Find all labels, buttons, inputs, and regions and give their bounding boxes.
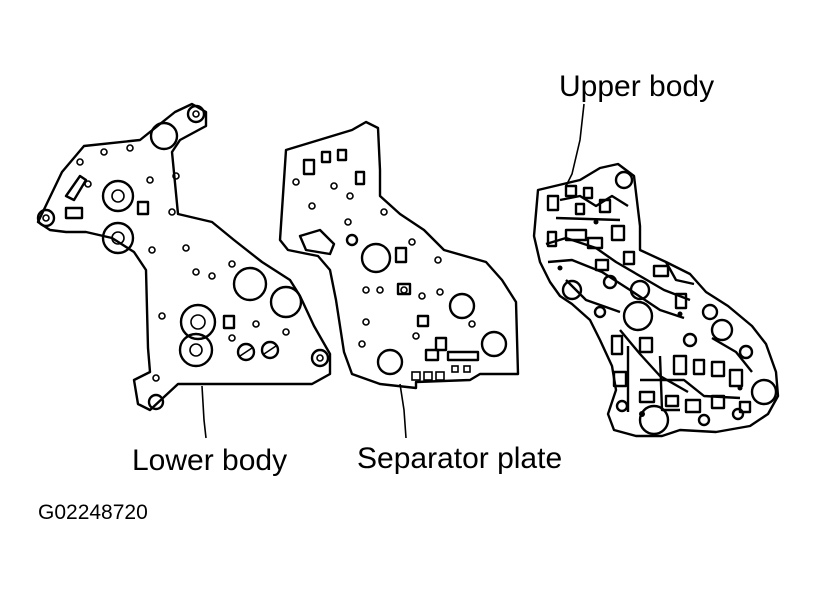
plate-bore-3 xyxy=(480,330,508,358)
lower-bore-3-inner xyxy=(111,231,125,245)
lower-bore-7 xyxy=(178,332,214,368)
label-upper-body: Upper body xyxy=(559,70,715,103)
upper-bore-4 xyxy=(710,318,734,342)
lower-bore-5 xyxy=(269,285,303,319)
separator-plate-part xyxy=(278,120,520,390)
upper-bore-1 xyxy=(614,170,634,190)
upper-body-outline xyxy=(532,162,780,438)
lower-boss-left xyxy=(36,208,56,228)
lower-screw-1 xyxy=(236,342,256,362)
upper-body-part xyxy=(532,162,780,438)
label-separator-plate: Separator plate xyxy=(357,442,563,475)
lower-bore-2 xyxy=(101,179,135,213)
plate-bore-1 xyxy=(360,242,392,274)
separator-plate-outline xyxy=(278,120,520,390)
lower-bore-3 xyxy=(101,221,135,255)
lower-body-part xyxy=(36,102,332,412)
lower-screw-2 xyxy=(260,340,280,360)
lower-boss-right xyxy=(310,348,330,368)
lower-boss-top xyxy=(186,104,206,124)
label-lower-body: Lower body xyxy=(132,444,288,477)
upper-bore-5 xyxy=(750,378,778,406)
lower-bore-1 xyxy=(149,121,179,151)
lower-boss-bottom xyxy=(147,393,165,411)
lower-bore-6 xyxy=(179,303,217,341)
upper-bore-2 xyxy=(561,279,583,301)
figure-code: G02248720 xyxy=(38,501,148,524)
plate-bore-2 xyxy=(448,292,476,320)
plate-bore-4 xyxy=(376,348,404,376)
lower-bore-6-inner xyxy=(190,314,206,330)
upper-bore-6 xyxy=(638,404,670,436)
upper-bore-3 xyxy=(622,300,654,332)
lower-bore-7-inner xyxy=(189,343,203,357)
lower-bore-2-inner xyxy=(111,189,125,203)
leader-lower-body xyxy=(201,385,207,439)
lower-bore-4 xyxy=(232,266,268,302)
leader-upper-body xyxy=(565,103,585,187)
leader-separator-plate xyxy=(399,383,407,439)
